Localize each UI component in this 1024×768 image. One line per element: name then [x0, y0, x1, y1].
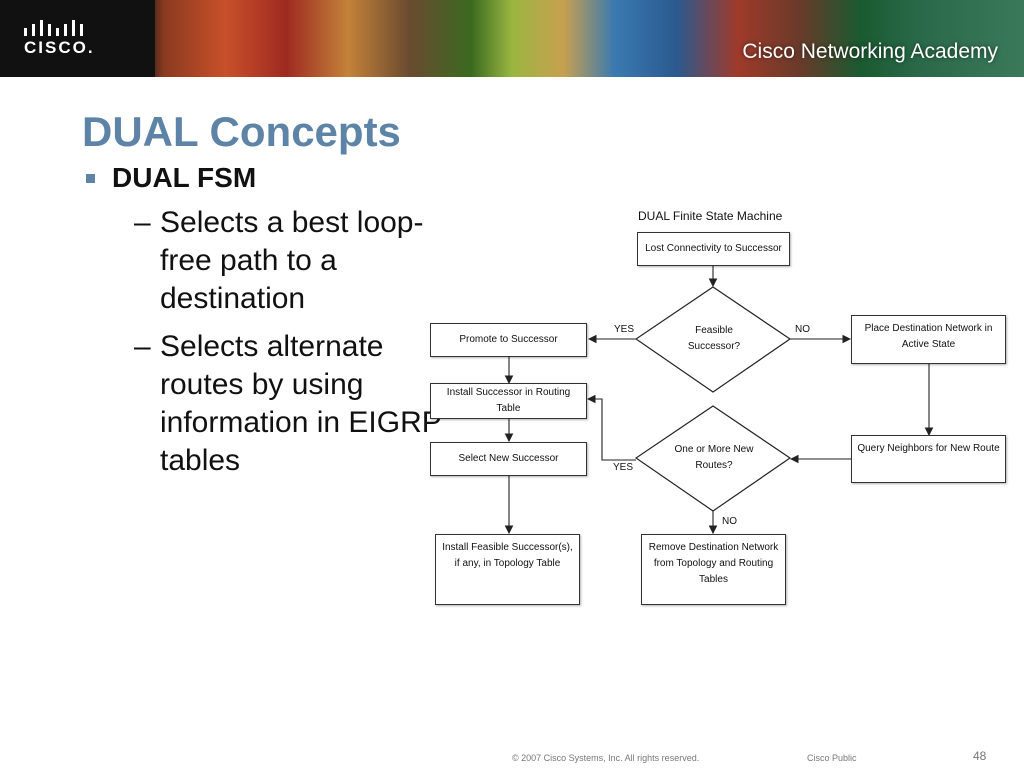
diamond-label-routes: One or More New Routes? — [674, 444, 754, 471]
node-install-routing: Install Successor in Routing Table — [430, 383, 587, 419]
dash-bullet-icon: – — [134, 206, 151, 239]
node-remove-destination: Remove Destination Network from Topology… — [641, 534, 786, 605]
node-label: Install Feasible Successor(s), if any, i… — [442, 542, 573, 569]
diamond-label-feasible: Feasible Successor? — [687, 325, 741, 352]
bullet-item: DUAL FSM — [86, 162, 466, 194]
sub-bullet-text: Selects a best loop-free path to a desti… — [160, 206, 424, 315]
bullet-text: DUAL FSM — [112, 162, 257, 193]
sub-bullet-text: Selects alternate routes by using inform… — [160, 330, 442, 477]
label-routes-yes: YES — [613, 462, 634, 473]
node-select-new-successor: Select New Successor — [430, 442, 587, 476]
node-label: Remove Destination Network from Topology… — [648, 542, 779, 585]
node-label: Place Destination Network in Active Stat… — [864, 323, 993, 350]
dash-bullet-icon: – — [134, 330, 151, 363]
diagram-title: DUAL Finite State Machine — [638, 209, 783, 223]
cisco-logo-bars-icon — [24, 20, 83, 36]
footer-copyright: © 2007 Cisco Systems, Inc. All rights re… — [512, 753, 700, 763]
node-label: Select New Successor — [458, 453, 559, 464]
node-install-feasible: Install Feasible Successor(s), if any, i… — [435, 534, 580, 605]
logo-area: CISCO. — [0, 0, 155, 77]
node-label: Query Neighbors for New Route — [857, 443, 1000, 454]
bullet-list: DUAL FSM – Selects a best loop-free path… — [86, 162, 466, 480]
label-feasible-yes: YES — [614, 324, 635, 335]
node-label: Lost Connectivity to Successor — [645, 243, 782, 254]
cisco-logo: CISCO. — [24, 38, 95, 57]
slide-title: DUAL Concepts — [82, 108, 401, 155]
label-routes-no: NO — [722, 516, 737, 527]
node-label: Promote to Successor — [459, 334, 558, 345]
academy-logo: Cisco Networking Academy — [742, 40, 998, 63]
node-promote-successor: Promote to Successor — [430, 323, 587, 357]
label-feasible-no: NO — [795, 324, 810, 335]
node-query-neighbors: Query Neighbors for New Route — [851, 435, 1006, 483]
node-place-active: Place Destination Network in Active Stat… — [851, 315, 1006, 364]
square-bullet-icon — [86, 174, 95, 183]
diamond-feasible-successor — [634, 286, 792, 393]
edge-routes-yes — [586, 394, 636, 461]
sub-bullet-item: – Selects alternate routes by using info… — [86, 328, 466, 480]
node-lost-connectivity: Lost Connectivity to Successor — [637, 232, 790, 266]
header-banner: CISCO. Cisco Networking Academy — [0, 0, 1024, 77]
page-number: 48 — [973, 749, 987, 763]
node-label: Install Successor in Routing Table — [446, 387, 571, 414]
footer-classification: Cisco Public — [807, 753, 857, 763]
sub-bullet-item: – Selects a best loop-free path to a des… — [86, 204, 466, 318]
